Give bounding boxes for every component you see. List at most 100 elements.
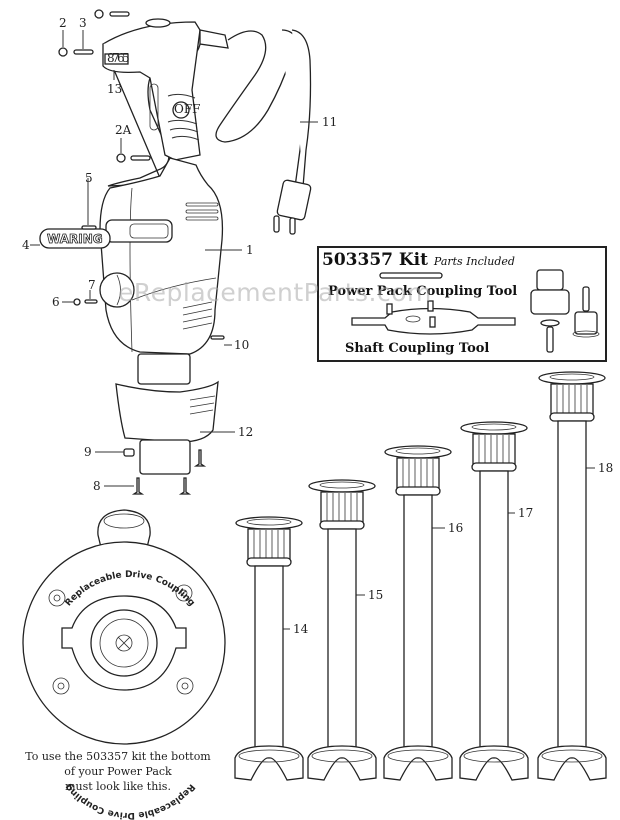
screw-part-8b <box>178 477 192 495</box>
blade-guard <box>459 745 529 781</box>
plug-prong <box>289 217 296 235</box>
lower-housing <box>115 380 219 495</box>
brand-label: WARING <box>47 232 103 246</box>
power-pack-coupling-tool-label: Power Pack Coupling Tool <box>328 284 518 299</box>
shaft-collar <box>319 520 365 530</box>
blade-guard-rim <box>541 749 603 763</box>
blade-guard <box>383 745 453 781</box>
waring-nameplate <box>39 228 111 249</box>
blending-shafts <box>234 371 607 781</box>
callout-labels: 2 3 13 2A 11 5 4 1 7 6 10 12 9 8 14 15 1… <box>22 16 613 636</box>
shaft-cap-inner <box>246 518 292 526</box>
nut-top <box>94 9 104 19</box>
grip-slot <box>149 83 159 131</box>
callout-13: 13 <box>107 82 122 96</box>
shaft-coupling-tool-label: Shaft Coupling Tool <box>345 341 490 356</box>
blade-guard <box>307 745 377 781</box>
nut-part-2 <box>58 47 68 57</box>
shaft-tube <box>403 494 433 751</box>
screw-top <box>109 11 130 17</box>
power-cord <box>215 29 312 235</box>
screw-group-top <box>58 9 151 163</box>
plug-prong <box>273 215 280 233</box>
power-plug <box>276 179 312 221</box>
handle-top-button <box>145 18 171 28</box>
washer-part-6 <box>73 298 81 306</box>
speed-knob <box>99 272 135 308</box>
shaft-collar <box>471 462 517 472</box>
callout-18: 18 <box>598 461 613 475</box>
callout-3: 3 <box>79 16 87 30</box>
shaft-coupling <box>247 528 291 560</box>
blade-guard-rim <box>311 749 373 763</box>
nut-part-2a <box>116 153 126 163</box>
lower-vents <box>182 301 213 330</box>
screw-side <box>193 449 207 467</box>
shaft-tube <box>479 470 509 751</box>
callout-7: 7 <box>88 278 96 292</box>
kit-screw-2 <box>582 286 590 312</box>
callout-8: 8 <box>93 479 101 493</box>
coupling-bolts <box>48 584 194 695</box>
coupling-sleeve-body <box>530 289 570 315</box>
callout-2: 2 <box>59 16 67 30</box>
callout-14: 14 <box>293 622 309 636</box>
kit-title: 503357 Kit Parts Included <box>322 250 515 270</box>
speed-digit: 6 <box>117 51 125 65</box>
shaft-17 <box>459 421 529 781</box>
power-pack-coupling-tool-icon <box>379 272 443 279</box>
shaft-collar <box>246 557 292 567</box>
kit-screw <box>546 326 554 353</box>
screw-part-9 <box>123 448 135 457</box>
kit-number: 503357 Kit <box>322 250 428 270</box>
shaft-cap-inner <box>471 423 517 431</box>
shaft-cap-inner <box>395 447 441 455</box>
shaft-tube <box>254 565 284 751</box>
shaft-coupling <box>550 383 594 415</box>
power-pack: 8 7 6 5 OFF WARING <box>39 18 229 385</box>
note-line: To use the 503357 kit the bottom <box>25 750 211 763</box>
note-line: of your Power Pack <box>64 765 172 778</box>
callout-5: 5 <box>85 171 93 185</box>
callout-17: 17 <box>518 506 533 520</box>
shroud-part-12 <box>115 380 219 443</box>
blade-guard-rim <box>387 749 449 763</box>
shroud-collar <box>139 439 191 475</box>
callout-6: 6 <box>52 295 60 309</box>
callout-12: 12 <box>238 425 253 439</box>
nameplate-bracket <box>105 219 173 243</box>
shaft-collar <box>395 486 441 496</box>
shaft-tube <box>557 420 587 751</box>
kit-washer <box>540 319 560 327</box>
blade-guard <box>537 745 607 781</box>
speed-dial <box>104 53 129 65</box>
tool-pin <box>427 300 434 312</box>
shaft-collar <box>549 412 595 422</box>
tool-pin <box>386 303 393 315</box>
upper-vents <box>185 202 219 221</box>
motor-neck <box>137 353 191 385</box>
screw-part-7 <box>84 299 98 304</box>
shaft-tube <box>327 528 357 751</box>
shaft-cap-inner <box>549 373 595 381</box>
callout-10: 10 <box>234 338 249 352</box>
callout-9: 9 <box>84 445 92 459</box>
off-switch-label: OFF <box>174 102 201 116</box>
kit-drive-gear <box>574 311 598 335</box>
speed-digit: 8 <box>107 51 115 65</box>
speed-digit: 5 <box>122 51 130 65</box>
shaft-18 <box>537 371 607 781</box>
blade-guard-rim <box>463 749 525 763</box>
shaft-coupling <box>396 457 440 489</box>
cord-strain-relief <box>199 29 229 49</box>
callout-1: 1 <box>246 243 254 257</box>
screw-part-8 <box>131 477 145 495</box>
callout-16: 16 <box>448 521 463 535</box>
callout-11: 11 <box>322 115 337 129</box>
note-line: must look like this. <box>65 780 171 793</box>
shaft-cap-inner <box>319 481 365 489</box>
blade-guard-rim <box>238 749 300 763</box>
tool-pin <box>429 316 436 328</box>
callout-15: 15 <box>368 588 383 602</box>
